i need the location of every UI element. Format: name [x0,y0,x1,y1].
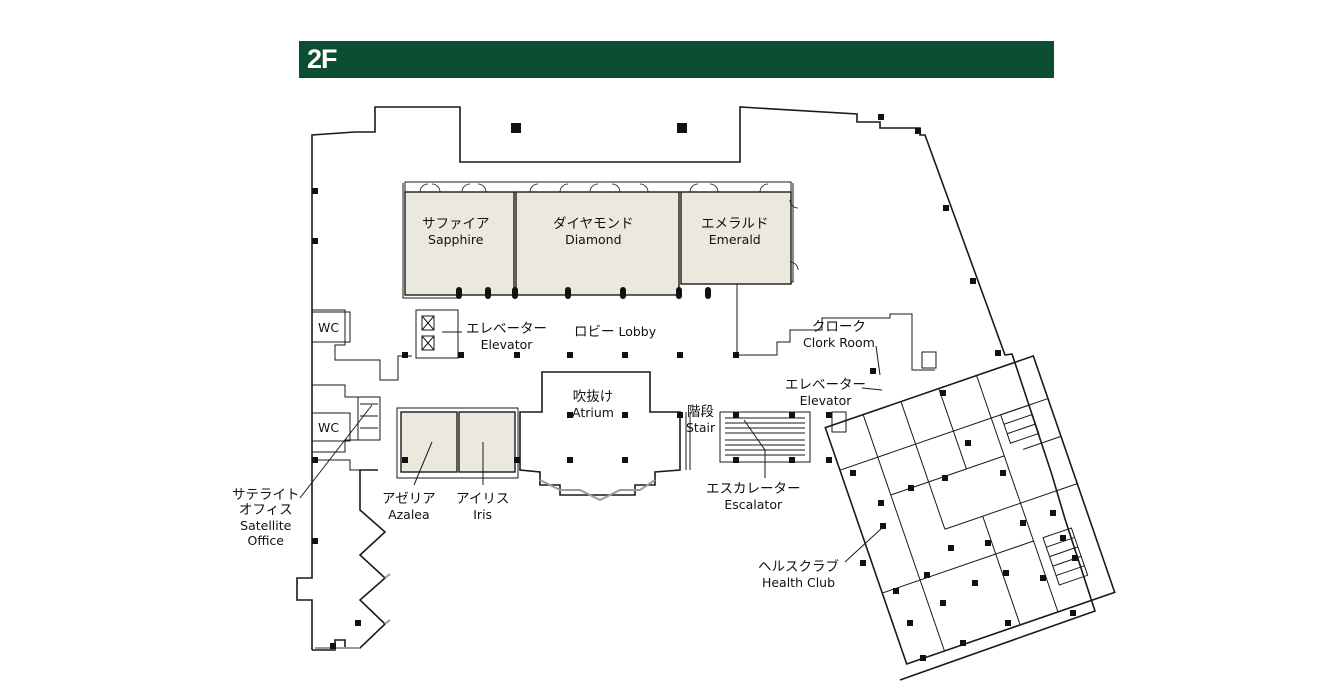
leader-lines [299,331,883,563]
azalea-room [400,411,458,473]
wc-upper-room [311,311,351,343]
diamond-room [515,191,680,296]
health-club-block [824,354,1116,666]
wc-upper-label: WC [318,320,340,335]
wc-lower-label: WC [318,420,340,435]
lobby-label: ロビー Lobby [574,324,657,340]
floor-banner: 2F [299,41,1054,78]
atrium-outline [519,371,681,496]
south-wall [312,469,387,651]
outer-wall [296,106,1097,681]
iris-room [458,411,516,473]
elevator-shaft-lobby [415,309,459,359]
escalator-steps [725,417,805,456]
structural-columns [312,114,1078,661]
emerald-room [680,191,792,285]
wc-lower-room [311,412,351,442]
sapphire-room [404,191,515,296]
floor-label: 2F [307,44,337,74]
top-doors [419,183,799,271]
